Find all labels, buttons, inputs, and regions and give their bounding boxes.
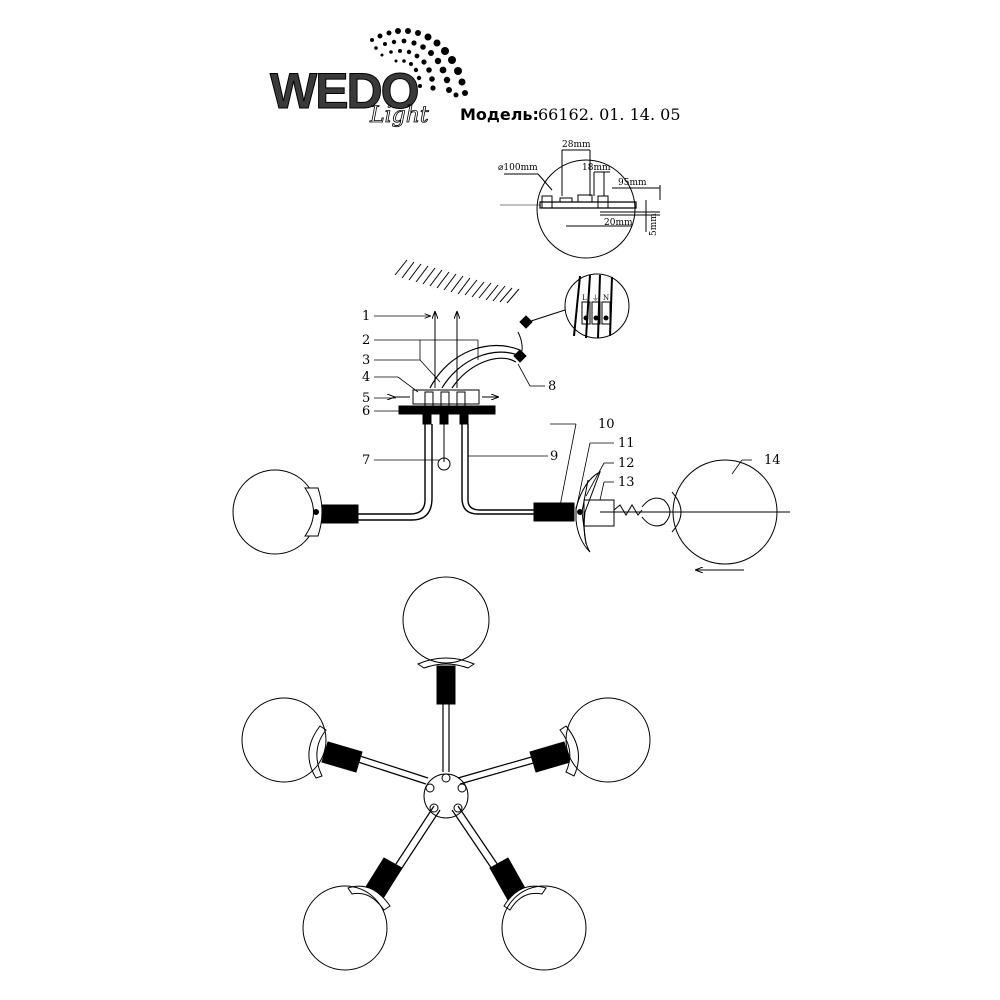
callout-11: 11: [618, 436, 635, 451]
callout-14: 14: [764, 453, 781, 468]
top-view: [241, 576, 651, 971]
callout-7: 7: [362, 453, 370, 468]
ceiling-canopy: [398, 405, 496, 415]
model-label: Модель:: [460, 105, 539, 124]
top-globe-north: [402, 576, 490, 664]
wiring-detail-lens: [564, 273, 630, 339]
mounting-plate: [412, 389, 480, 405]
left-globe: [232, 469, 318, 555]
top-view-arm-north: [402, 576, 490, 705]
dim-95mm: 95mm: [618, 178, 647, 188]
mount-dimensions: ⌀100mm 28mm 18mm 95mm 20mm 5mm: [498, 140, 659, 236]
wiring-terminal-labels: L ⏚ N: [582, 294, 609, 302]
mount-detail: [500, 149, 661, 259]
dim-20mm: 20mm: [604, 218, 633, 228]
brand-logo: WEDO Light Модель: 66162. 01. 14. 05: [270, 28, 681, 128]
terminal-neutral-label: N: [603, 294, 609, 302]
dim-5mm: 5mm: [649, 213, 659, 236]
callout-13: 13: [618, 475, 635, 490]
top-globe-west: [241, 697, 327, 783]
ceiling-hatch: [394, 259, 520, 304]
callout-1: 1: [362, 309, 370, 324]
dim-28mm: 28mm: [562, 140, 591, 150]
dim-diameter: ⌀100mm: [498, 163, 538, 173]
terminal-live-label: L: [582, 294, 587, 302]
callout-5: 5: [362, 391, 370, 406]
callout-4: 4: [362, 370, 370, 385]
callout-9: 9: [550, 449, 558, 464]
top-view-arm-southeast: [489, 857, 587, 971]
top-view-arm-east: [529, 697, 651, 783]
logo-subtext: Light: [369, 103, 429, 128]
top-view-arm-west: [241, 697, 363, 783]
top-view-hub: [423, 773, 469, 819]
callout-numbers: 1 2 3 4 5 6 7 8 9 10 11 12 13 14: [362, 309, 781, 490]
callout-leaders: [374, 316, 752, 511]
callout-8: 8: [548, 379, 556, 394]
logo-wordmark: WEDO: [270, 63, 418, 119]
dim-18mm: 18mm: [582, 163, 611, 173]
callout-6: 6: [362, 404, 370, 419]
top-view-arm-southwest: [302, 857, 403, 971]
wiring-detail: [519, 273, 630, 339]
mount-detail-lens: [536, 159, 636, 259]
top-globe-southwest: [302, 885, 388, 971]
callout-3: 3: [362, 353, 370, 368]
top-view-arms: [357, 700, 538, 875]
callout-10: 10: [598, 417, 615, 432]
callout-12: 12: [618, 456, 635, 471]
side-assembly: [232, 312, 790, 570]
logo-dot-swirl: [370, 28, 468, 98]
terminal-earth-label: ⏚: [592, 294, 599, 302]
top-globe-east: [565, 697, 651, 783]
callout-2: 2: [362, 333, 370, 348]
model-number: 66162. 01. 14. 05: [538, 105, 681, 124]
top-globe-southeast: [501, 885, 587, 971]
